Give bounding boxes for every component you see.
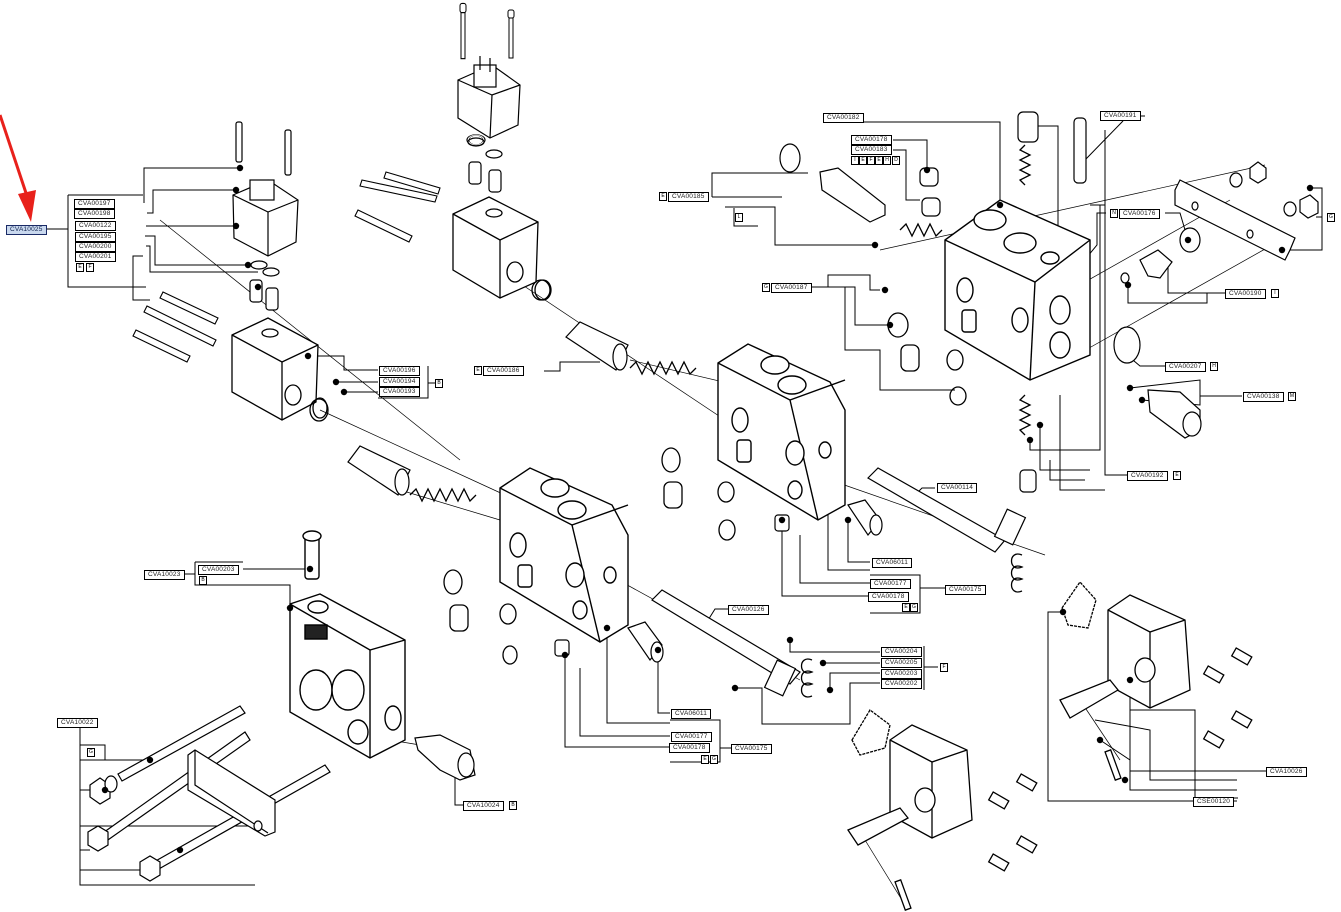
callout-label[interactable]: CVA00194 <box>379 377 420 387</box>
callout-label[interactable]: CVA00182 <box>823 113 864 123</box>
callout-label[interactable]: CVA00138 <box>1243 392 1284 402</box>
seals-orings <box>309 279 1097 756</box>
callout-label[interactable]: CVA00203 <box>198 565 239 575</box>
callout-tag: E <box>701 755 709 764</box>
callout-tag: E <box>659 192 667 201</box>
top-pilot-block <box>452 196 552 301</box>
callout-label[interactable]: CVA00190 <box>1225 289 1266 299</box>
leader-lines <box>46 115 1323 886</box>
callout-label[interactable]: CVA00197 <box>74 199 115 209</box>
upper-valve-section <box>717 343 846 521</box>
callout-label[interactable]: CVA00187 <box>771 283 812 293</box>
callout-label[interactable]: CVA00203 <box>881 669 922 679</box>
callout-tag: I <box>851 156 859 165</box>
callout-tag: B <box>509 801 517 810</box>
electric-actuators <box>847 594 1253 911</box>
callout-label[interactable]: CVA00126 <box>728 605 769 615</box>
callout-label[interactable]: CVA00185 <box>668 192 709 202</box>
callout-tag: G <box>762 283 770 292</box>
callout-label[interactable]: CVA10022 <box>57 718 98 728</box>
callout-label[interactable]: CVA00192 <box>1127 471 1168 481</box>
lower-valve-section <box>499 467 629 643</box>
callout-label[interactable]: CVA10026 <box>1266 767 1307 777</box>
callout-tag: B <box>435 379 443 388</box>
assembly-axis-lines <box>159 164 1291 906</box>
callout-tag: G <box>87 748 95 757</box>
right-bracket-fittings <box>554 111 1319 657</box>
inlet-relief-cartridge <box>414 734 476 781</box>
callout-tag: G <box>710 755 718 764</box>
callout-label[interactable]: CVA00205 <box>881 658 922 668</box>
callout-tag: F <box>940 663 948 672</box>
callout-label[interactable]: CVA00175 <box>945 585 986 595</box>
callout-tag: E <box>859 156 867 165</box>
callout-tag: F <box>86 263 94 272</box>
callout-label[interactable]: CVA00186 <box>483 366 524 376</box>
callout-label[interactable]: CVA00193 <box>379 387 420 397</box>
callout-label[interactable]: CVA00195 <box>75 232 116 242</box>
callout-label[interactable]: CVA00204 <box>881 647 922 657</box>
callout-tag: E <box>474 366 482 375</box>
callout-label[interactable]: CVA00202 <box>881 679 922 689</box>
callout-label[interactable]: CVA00122 <box>75 221 116 231</box>
springs <box>409 144 1032 698</box>
callout-label[interactable]: CVA00175 <box>731 744 772 754</box>
outlet-valve-section <box>944 199 1091 381</box>
spools <box>627 467 1027 697</box>
callout-label[interactable]: CVA00183 <box>851 145 892 155</box>
selection-arrow-icon <box>0 114 36 222</box>
callout-tag: H <box>883 156 891 165</box>
callout-cva10025-selected[interactable]: CVA10025 <box>6 225 47 235</box>
callout-tag: F <box>867 156 875 165</box>
top-solenoid-coil <box>457 2 521 193</box>
callout-tag: I <box>1271 289 1279 298</box>
callout-tag: E <box>902 603 910 612</box>
callout-tag: G <box>1327 213 1335 222</box>
callout-label[interactable]: CVA00176 <box>1119 209 1160 219</box>
callout-tag: B <box>199 576 207 585</box>
inlet-section <box>289 530 406 759</box>
callout-label[interactable]: CVA06011 <box>872 558 913 568</box>
callout-tag: L <box>735 213 743 222</box>
callout-label[interactable]: CVA00207 <box>1165 362 1206 372</box>
callout-label[interactable]: CVA00201 <box>75 252 116 262</box>
callout-label[interactable]: CVA10024 <box>463 801 504 811</box>
left-pilot-block <box>231 317 328 421</box>
callout-label[interactable]: CVA06011 <box>671 709 712 719</box>
callout-label[interactable]: CVA00198 <box>74 209 115 219</box>
tie-rod-assembly <box>87 705 331 882</box>
left-tie-bolts <box>132 171 441 363</box>
callout-label[interactable]: CVA00178 <box>868 592 909 602</box>
callout-label[interactable]: CVA00196 <box>379 366 420 376</box>
callout-tag: E <box>875 156 883 165</box>
callout-label[interactable]: CVA00177 <box>671 732 712 742</box>
callout-tag: E <box>76 263 84 272</box>
callout-label[interactable]: CVA00178 <box>851 135 892 145</box>
callout-tag: D <box>892 156 900 165</box>
callout-label[interactable]: CVA00178 <box>669 743 710 753</box>
spring-caps <box>347 143 1141 496</box>
left-solenoid-coil <box>232 121 299 311</box>
callout-label[interactable]: CVA10023 <box>144 570 185 580</box>
callout-label[interactable]: CSE00120 <box>1193 797 1235 807</box>
callout-tag: G <box>910 603 918 612</box>
callout-label[interactable]: CVA00177 <box>870 579 911 589</box>
callout-tag: H <box>1210 362 1218 371</box>
callout-label[interactable]: CVA00191 <box>1100 111 1141 121</box>
callout-tag: M <box>1288 392 1296 401</box>
callout-tag: E <box>1173 471 1181 480</box>
callout-label[interactable]: CVA00200 <box>75 242 116 252</box>
callout-tag: N <box>1110 209 1118 218</box>
callout-label[interactable]: CVA00114 <box>937 483 978 493</box>
